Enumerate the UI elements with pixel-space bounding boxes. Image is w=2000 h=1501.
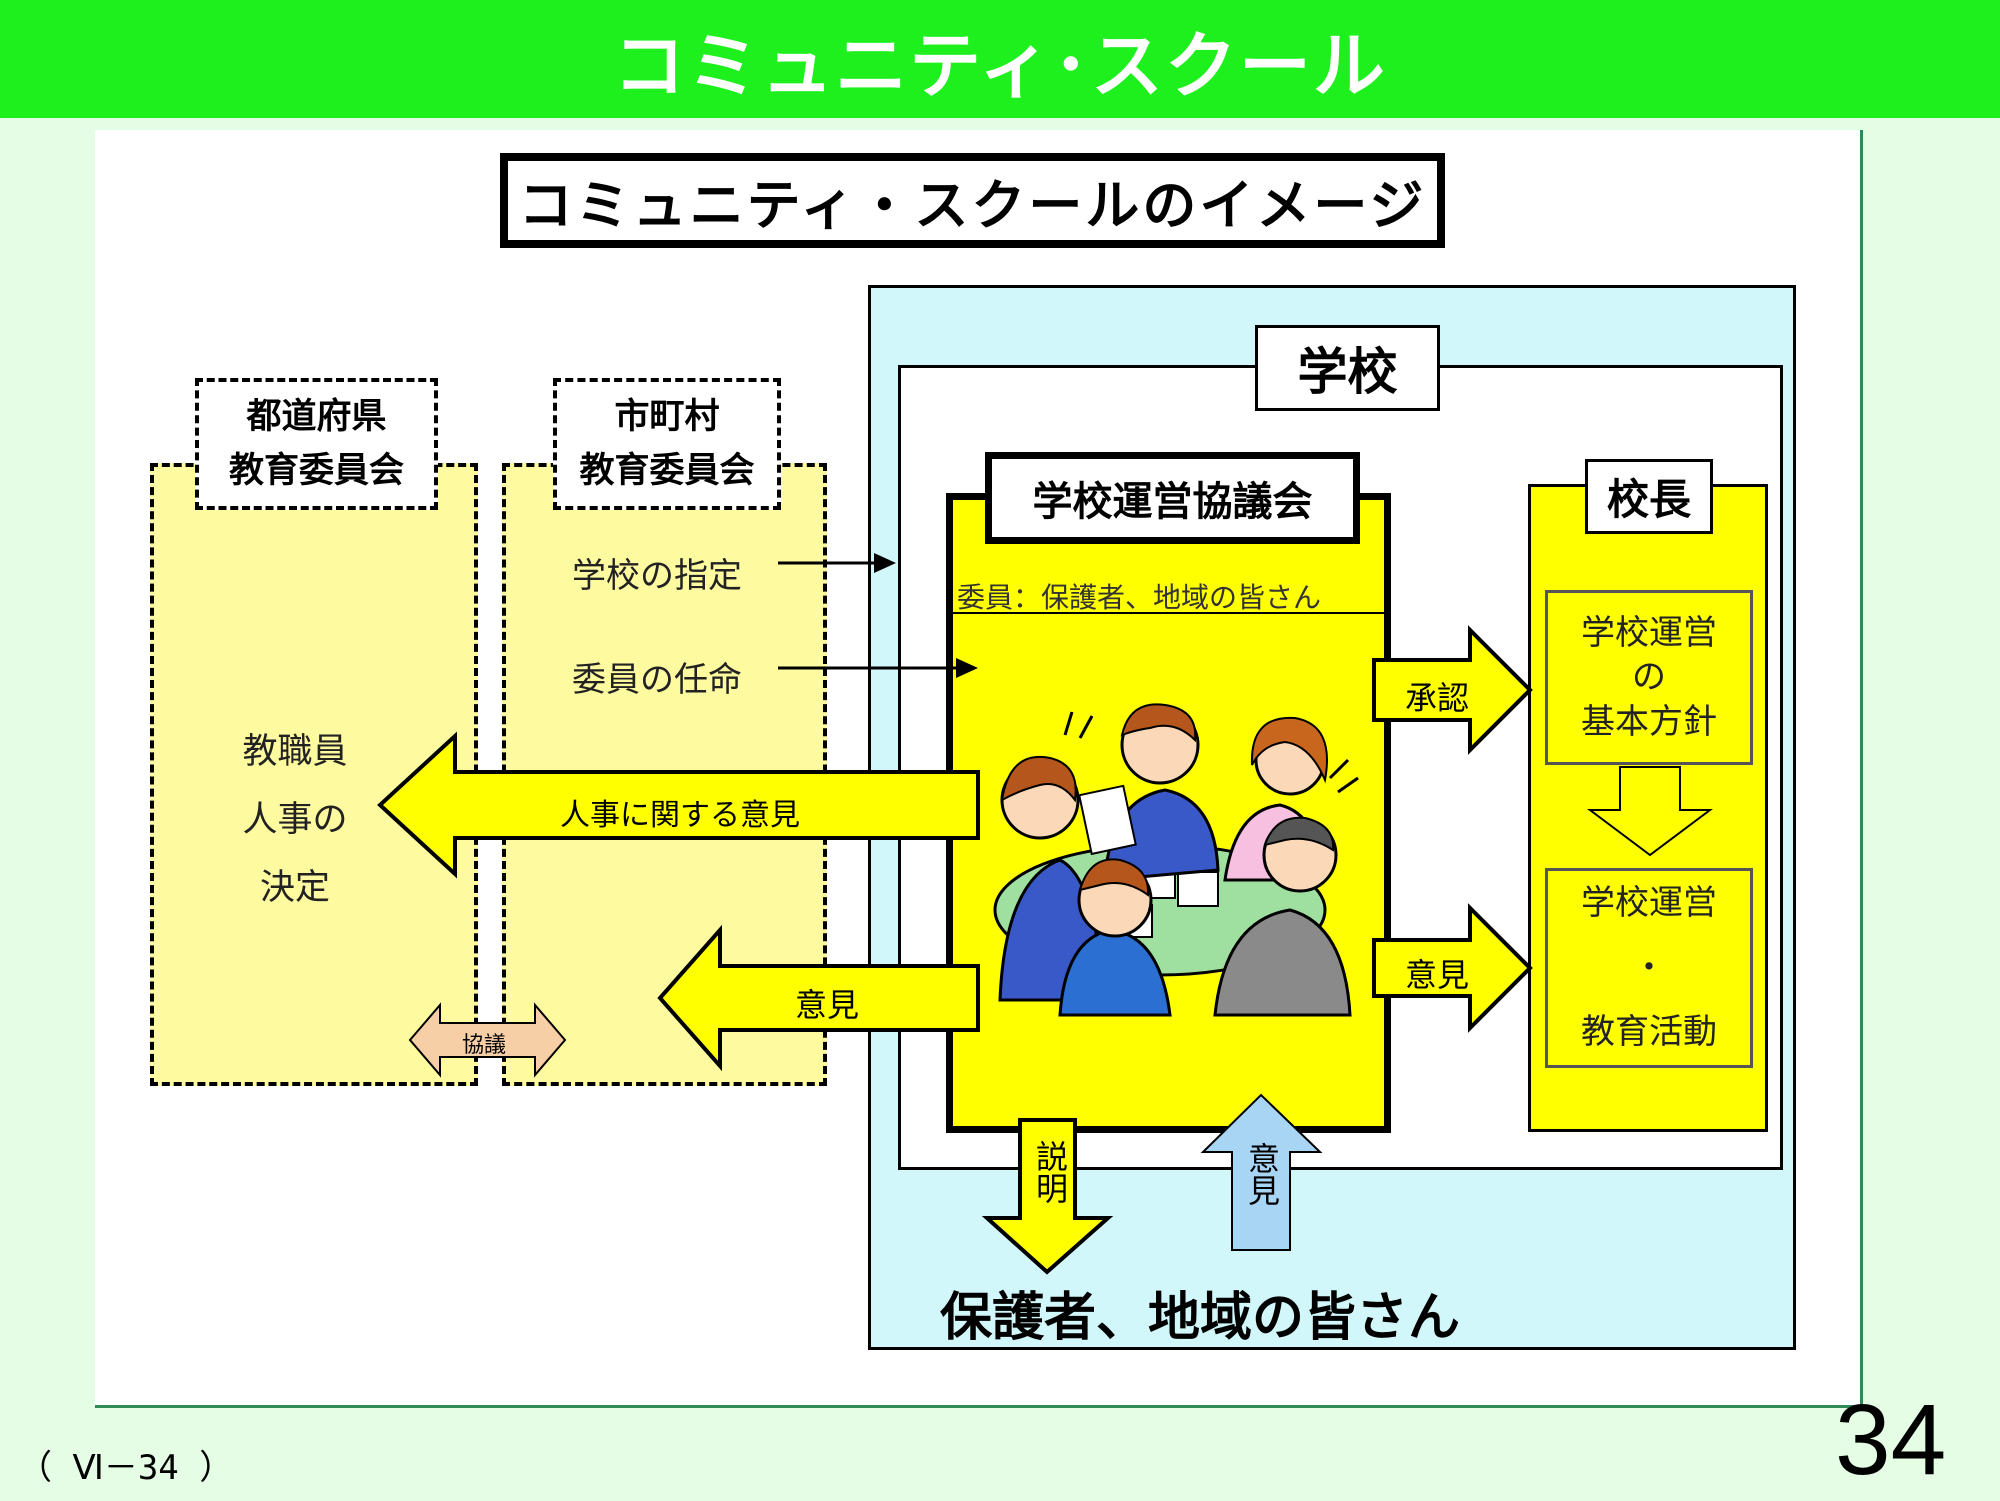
page-reference: （ Ⅵ－34 ） (18, 1448, 234, 1488)
policy-line: 基本方針 (1581, 701, 1717, 742)
meeting-illustration (990, 690, 1370, 1020)
council-members-text: 委員：保護者、地域の皆さん (953, 576, 1384, 614)
opinion-from-community-arrow (1200, 1093, 1323, 1251)
frame-right-line (1860, 130, 1863, 1405)
prefecture-label-line2: 教育委員会 (228, 451, 404, 491)
decision-line: 人事の (242, 800, 348, 840)
approval-label: 承認 (1405, 679, 1470, 717)
designation-arrow (778, 553, 896, 573)
operation-line: 教育活動 (1581, 1012, 1717, 1053)
prefecture-board-label: 都道府県 教育委員会 (195, 378, 438, 510)
school-label: 学校 (1255, 325, 1440, 411)
consultation-arrow (408, 1002, 567, 1078)
basic-policy-box: 学校運営 の 基本方針 (1545, 590, 1753, 765)
approval-arrow (1372, 625, 1533, 755)
explanation-label: 説明 (1031, 1140, 1069, 1204)
operation-line: 学校運営 (1581, 883, 1717, 924)
diagram-title-box: コミュニティ・スクールのイメージ (500, 153, 1445, 248)
explanation-arrow (981, 1118, 1114, 1275)
opinion-from-community-label: 意見 (1243, 1142, 1281, 1206)
appointment-arrow (778, 658, 978, 678)
opinion-to-principal-label: 意見 (1405, 956, 1470, 994)
school-operation-box: 学校運営 ・ 教育活動 (1545, 868, 1753, 1068)
personnel-opinion-label: 人事に関する意見 (560, 798, 800, 833)
slide-title-bar: コミュニティ･スクール (0, 0, 2000, 118)
decision-line: 決定 (259, 868, 330, 908)
consultation-label: 協議 (462, 1033, 507, 1058)
frame-bottom-line (95, 1405, 1863, 1408)
principal-label: 校長 (1585, 459, 1713, 534)
personnel-opinion-arrow (377, 731, 980, 879)
municipality-label-line2: 教育委員会 (579, 451, 755, 491)
opinion-to-municipality-label: 意見 (795, 986, 860, 1024)
community-label: 保護者、地域の皆さん (940, 1288, 1461, 1348)
operation-line: ・ (1632, 947, 1666, 988)
member-appointment-text: 委員の任命 (572, 660, 742, 700)
opinion-to-municipality-arrow (657, 924, 980, 1072)
diagram-title: コミュニティ・スクールのイメージ (518, 174, 1427, 237)
policy-line: 学校運営 (1581, 613, 1717, 654)
opinion-to-principal-arrow (1372, 903, 1533, 1033)
municipality-board-label: 市町村 教育委員会 (553, 378, 781, 510)
municipality-label-line1: 市町村 (614, 396, 720, 437)
policy-flow-arrow (1587, 766, 1713, 857)
school-council-label: 学校運営協議会 (985, 452, 1360, 544)
personnel-decision-text: 教職員 人事の 決定 (215, 718, 375, 922)
slide-title: コミュニティ･スクール (613, 23, 1387, 108)
policy-line: の (1632, 657, 1666, 698)
decision-line: 教職員 (242, 732, 348, 772)
prefecture-label-line1: 都道府県 (246, 396, 387, 437)
page-number: 34 (1835, 1384, 1947, 1496)
school-designation-text: 学校の指定 (572, 556, 742, 596)
